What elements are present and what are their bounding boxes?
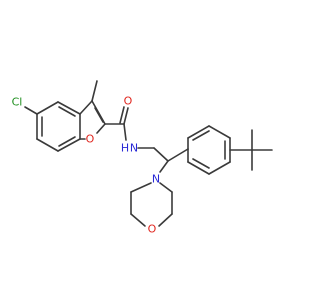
bond [58, 136, 76, 147]
bond [153, 147, 169, 162]
bond [58, 106, 76, 117]
bond [158, 213, 173, 227]
bond [123, 123, 127, 141]
carbonyl-oxygen-label: O [124, 95, 133, 108]
bond [192, 158, 210, 169]
bond [36, 101, 59, 115]
morpholine-nitrogen-label: N [152, 173, 160, 186]
bond [79, 100, 93, 115]
bond [208, 161, 231, 175]
bond [119, 106, 125, 124]
bond [24, 106, 38, 115]
bond [208, 125, 231, 139]
bond [130, 213, 146, 227]
furan-oxygen-label: O [86, 133, 95, 146]
bond-layer [24, 80, 273, 227]
bond [192, 130, 210, 141]
bond [57, 101, 81, 115]
chemical-structure-diagram: Cl O O N H N O [12, 80, 273, 236]
bond [187, 125, 210, 139]
bond [167, 148, 189, 162]
bond [187, 161, 210, 175]
bond [123, 107, 129, 125]
bond [159, 160, 169, 173]
bond [96, 123, 106, 134]
bond [91, 80, 98, 102]
bond [159, 182, 173, 193]
bond [57, 138, 81, 152]
atom-label-layer: Cl O O N H N O [12, 95, 160, 236]
bond [130, 182, 152, 193]
amide-nitrogen-label: N [130, 142, 138, 155]
amide-hydrogen-label: H [121, 142, 129, 155]
bond [94, 107, 104, 123]
bond [36, 138, 59, 152]
morpholine-oxygen-label: O [148, 223, 157, 236]
chlorine-label: Cl [12, 96, 23, 109]
